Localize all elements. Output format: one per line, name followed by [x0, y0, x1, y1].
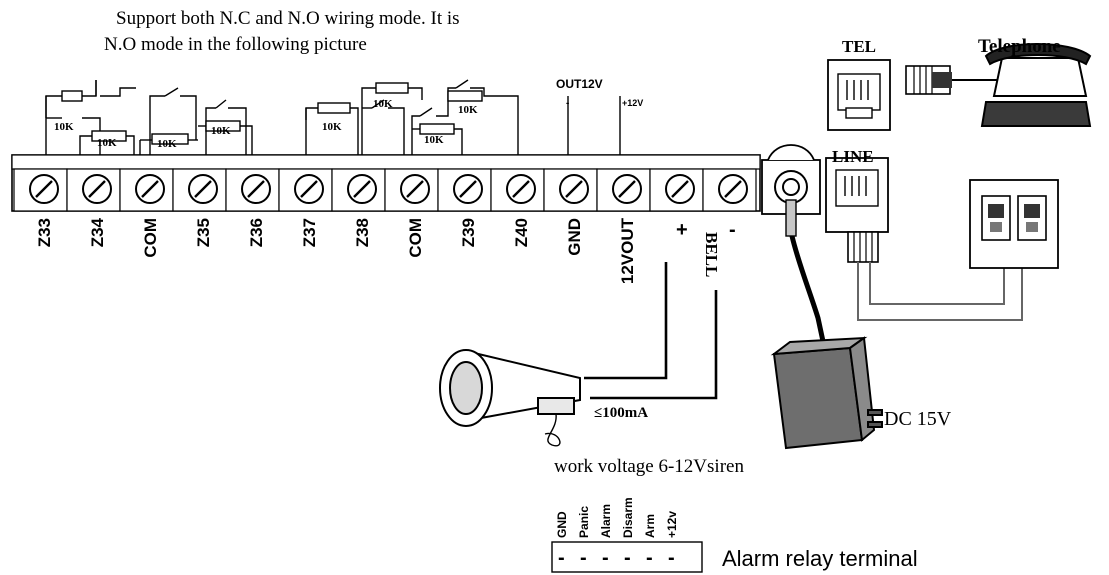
resistor [151, 133, 189, 145]
relay-pin: - [602, 547, 609, 569]
resistor [317, 102, 351, 114]
relay-labels: GND Panic Alarm Disarm Arm +12v [555, 497, 679, 538]
terminal-label: Z37 [300, 218, 319, 247]
relay-pin: - [668, 547, 675, 569]
screw-slot [671, 180, 689, 198]
resistor [375, 82, 409, 94]
phone-plug [905, 65, 1002, 95]
resistor-label: 10K [458, 104, 478, 116]
telephone-label: Telephone [978, 36, 1061, 57]
screw-slot [724, 180, 742, 198]
relay-label: Arm [643, 514, 657, 538]
terminal-label: Z39 [459, 218, 478, 247]
relay-pin: - [646, 547, 653, 569]
terminal-label: Z35 [194, 218, 213, 247]
screw-slot [459, 180, 477, 198]
terminal-label: Z40 [512, 218, 531, 247]
resistor-labels: 10K 10K 10K 10K 10K 10K 10K 10K [54, 98, 478, 150]
terminal-label: COM [141, 218, 160, 258]
relay-title: Alarm relay terminal [722, 546, 918, 571]
screw-slot [141, 180, 159, 198]
screw-slot [512, 180, 530, 198]
relay-label: GND [555, 511, 569, 538]
screw-slot [406, 180, 424, 198]
siren-current: ≤100mA [594, 405, 648, 421]
header-line-1: Support both N.C and N.O wiring mode. It… [116, 8, 460, 29]
power-adapter-icon [770, 336, 883, 450]
power-jack [761, 144, 821, 237]
telephone-icon [980, 43, 1092, 127]
terminal-label: - [729, 219, 736, 241]
relay-pin: - [580, 547, 587, 569]
resistor-label: 10K [322, 121, 342, 133]
resistor-label: 10K [211, 125, 231, 137]
zone-resistor-wiring [45, 79, 621, 157]
bell-label: BELL [702, 232, 721, 277]
relay-label: +12v [665, 511, 679, 538]
screw-slot [194, 180, 212, 198]
resistor-label: 10K [54, 121, 74, 133]
terminal-label: COM [406, 218, 425, 258]
resistor-label: 10K [373, 98, 393, 110]
tel-jack [827, 59, 891, 131]
screw-slot [88, 180, 106, 198]
relay-pins: ------ [558, 547, 675, 569]
line-label: LINE [832, 147, 874, 166]
line-wires [857, 262, 1023, 321]
resistor-label: 10K [157, 138, 177, 150]
out12v-title: OUT12V [556, 77, 603, 91]
screw-slot [618, 180, 636, 198]
siren-wires [584, 262, 718, 400]
relay-label: Alarm [599, 504, 613, 538]
terminal-label: Z34 [88, 217, 107, 247]
resistor [61, 90, 83, 102]
terminal-label: 12VOUT [618, 217, 637, 284]
screw-slot [565, 180, 583, 198]
terminal-label: + [676, 219, 688, 241]
terminal-label: Z38 [353, 218, 372, 247]
relay-label: Disarm [621, 497, 635, 538]
out12v-minus: - [566, 98, 569, 109]
wall-socket-icon [969, 179, 1059, 269]
header-line-2: N.O mode in the following picture [104, 34, 367, 55]
screw-slot [300, 180, 318, 198]
tel-label: TEL [842, 37, 876, 56]
screw-slot [35, 180, 53, 198]
resistor [419, 123, 455, 135]
resistor [447, 90, 483, 102]
siren-icon [439, 349, 581, 447]
terminal-label: GND [565, 218, 584, 256]
screw-slot [247, 180, 265, 198]
relay-terminal-box [551, 541, 703, 573]
relay-label: Panic [577, 506, 591, 538]
relay-pin: - [558, 547, 565, 569]
resistor-label: 10K [424, 134, 444, 146]
terminal-block [11, 154, 761, 212]
relay-pin: - [624, 547, 631, 569]
dc-label: DC 15V [884, 408, 952, 430]
siren-voltage: work voltage 6-12Vsiren [554, 456, 744, 477]
terminal-labels: Z33 Z34 COM Z35 Z36 Z37 Z38 COM Z39 Z40 GND 12VOUT +… [35, 217, 736, 284]
screw-slot [353, 180, 371, 198]
terminal-label: Z36 [247, 218, 266, 247]
out12v-plus: +12V [622, 98, 643, 108]
line-jack [825, 157, 889, 263]
power-cable [789, 235, 827, 347]
resistor-label: 10K [97, 137, 117, 149]
terminal-label: Z33 [35, 218, 54, 247]
